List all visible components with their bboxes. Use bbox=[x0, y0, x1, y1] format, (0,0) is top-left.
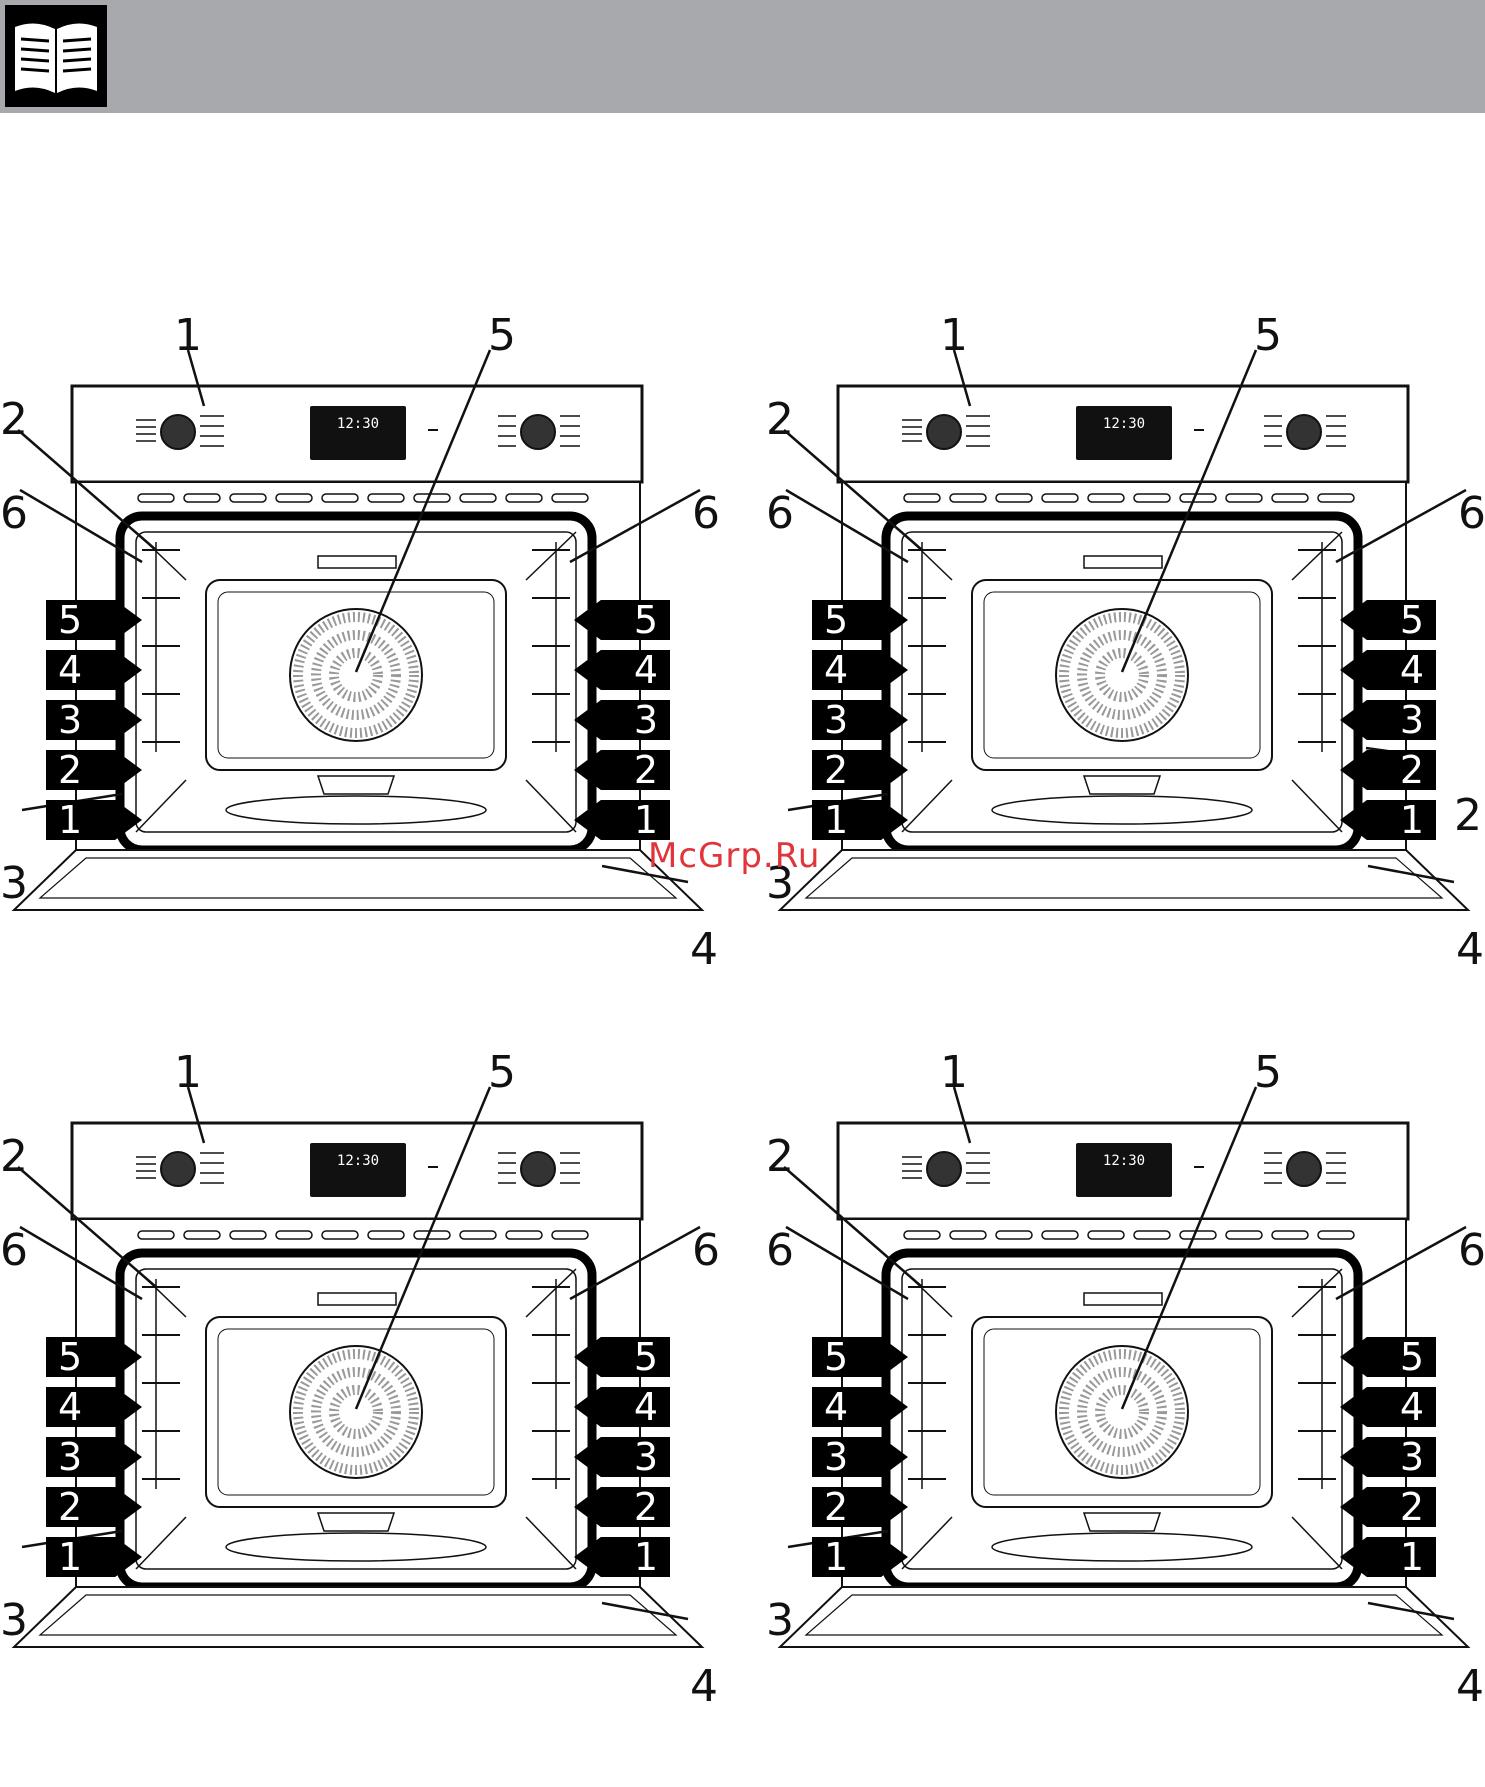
callout-fan-cover: 5 bbox=[1254, 314, 1282, 358]
book-icon bbox=[5, 5, 107, 107]
watermark: McGrp.Ru bbox=[648, 836, 820, 876]
clock-display: 12:30 bbox=[337, 416, 379, 432]
header-bar bbox=[0, 0, 1485, 113]
callout-door-seal: 3 bbox=[0, 1599, 28, 1643]
callout-side-rail: 2 bbox=[766, 1135, 794, 1179]
callout-door-seal: 3 bbox=[766, 1599, 794, 1643]
clock-display: 12:30 bbox=[337, 1153, 379, 1169]
callout-shelf-rail-right: 6 bbox=[1458, 1229, 1485, 1273]
callout-side-rail: 2 bbox=[0, 1135, 28, 1179]
callout-door: 4 bbox=[1456, 928, 1484, 972]
callout-door: 4 bbox=[1456, 1665, 1484, 1709]
callout-fan-cover: 5 bbox=[488, 1051, 516, 1095]
callout-shelf-rail: 6 bbox=[766, 1229, 794, 1273]
callout-shelf-rail-right: 6 bbox=[1458, 492, 1485, 536]
callout-control-panel: 1 bbox=[940, 1051, 968, 1095]
callout-control-panel: 1 bbox=[940, 314, 968, 358]
callout-control-panel: 1 bbox=[174, 1051, 202, 1095]
callout-door: 4 bbox=[690, 928, 718, 972]
callout-shelf-rail-right: 6 bbox=[692, 492, 720, 536]
callout-shelf-rail: 6 bbox=[0, 1229, 28, 1273]
callout-shelf-rail: 6 bbox=[0, 492, 28, 536]
callout-fan-cover: 5 bbox=[488, 314, 516, 358]
callout-shelf-rail-right: 6 bbox=[692, 1229, 720, 1273]
callout-fan-cover: 5 bbox=[1254, 1051, 1282, 1095]
callout-side-rail: 2 bbox=[0, 398, 28, 442]
callout-door: 4 bbox=[690, 1665, 718, 1709]
callout-shelf-rail: 6 bbox=[766, 492, 794, 536]
clock-display: 12:30 bbox=[1103, 416, 1145, 432]
callout-side-rail-right: 2 bbox=[1454, 794, 1482, 838]
callout-control-panel: 1 bbox=[174, 314, 202, 358]
callout-side-rail: 2 bbox=[766, 398, 794, 442]
callout-door-seal: 3 bbox=[0, 862, 28, 906]
clock-display: 12:30 bbox=[1103, 1153, 1145, 1169]
